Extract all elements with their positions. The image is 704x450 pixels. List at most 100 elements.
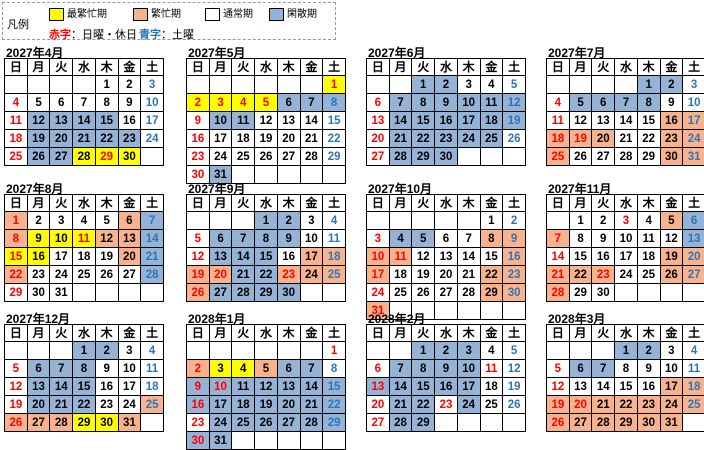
- day-cell: 28: [546, 283, 570, 302]
- day-cell: 4: [322, 211, 346, 230]
- day-cell: 8: [411, 93, 436, 112]
- day-cell: 9: [636, 359, 661, 378]
- day-cell: 11: [546, 111, 570, 130]
- day-cell: 23: [276, 265, 301, 284]
- day-cell: 17: [614, 247, 638, 266]
- day-cell: 21: [231, 265, 256, 284]
- day-cell: 28: [299, 413, 324, 432]
- day-cell: 25: [4, 147, 28, 166]
- empty-cell: [254, 341, 278, 360]
- day-cell: 24: [208, 147, 233, 166]
- month-title: 2027年11月: [548, 182, 612, 196]
- day-cell: 9: [659, 93, 684, 112]
- weekday-header: 木: [276, 58, 301, 76]
- day-cell: 10: [456, 93, 481, 112]
- day-cell: 26: [659, 265, 684, 284]
- day-cell: 19: [546, 395, 570, 414]
- day-cell: 31: [366, 301, 390, 320]
- day-cell: 20: [276, 395, 301, 414]
- day-cell: 2: [186, 359, 210, 378]
- day-cell: 17: [49, 247, 74, 266]
- empty-cell: [568, 75, 593, 94]
- empty-cell: [299, 431, 324, 450]
- day-cell: 30: [659, 147, 684, 166]
- day-cell: 5: [254, 93, 278, 112]
- day-cell: 31: [208, 431, 233, 450]
- empty-cell: [434, 211, 458, 230]
- day-cell: 4: [72, 211, 96, 230]
- day-cell: 22: [4, 265, 28, 284]
- day-cell: 29: [4, 283, 28, 302]
- day-cell: 15: [636, 111, 661, 130]
- day-cell: 8: [479, 229, 504, 248]
- empty-cell: [682, 413, 704, 432]
- weekday-header: 月: [388, 324, 413, 342]
- day-cell: 26: [4, 413, 28, 432]
- weekday-header: 金: [479, 194, 504, 212]
- day-cell: 23: [434, 395, 458, 414]
- day-cell: 28: [456, 283, 481, 302]
- weekday-header: 火: [411, 324, 436, 342]
- empty-cell: [546, 75, 570, 94]
- day-cell: 29: [636, 147, 661, 166]
- day-cell: 4: [231, 93, 256, 112]
- day-cell: 23: [591, 265, 616, 284]
- empty-cell: [456, 211, 481, 230]
- empty-cell: [26, 341, 51, 360]
- day-cell: 16: [26, 247, 51, 266]
- month-title: 2027年12月: [6, 312, 71, 326]
- day-cell: 18: [682, 377, 704, 396]
- day-cell: 21: [299, 129, 324, 148]
- day-cell: 17: [299, 247, 324, 266]
- legend-title: 凡例: [7, 19, 29, 31]
- legend: 凡例 最繁忙期 繁忙期 通常期 閑散期 赤字：日曜・休日 青字：土曜: [2, 2, 336, 41]
- day-cell: 1: [4, 211, 28, 230]
- legend-swatch-normal: [205, 8, 220, 21]
- month-title: 2027年5月: [188, 46, 246, 60]
- day-cell: 25: [231, 413, 256, 432]
- day-cell: 2: [591, 211, 616, 230]
- weekday-header: 木: [94, 194, 119, 212]
- day-cell: 30: [186, 165, 210, 184]
- day-cell: 15: [614, 377, 638, 396]
- day-cell: 15: [94, 111, 119, 130]
- weekday-header: 火: [231, 194, 256, 212]
- day-cell: 12: [4, 377, 28, 396]
- day-cell: 13: [49, 111, 74, 130]
- day-cell: 20: [366, 395, 390, 414]
- empty-cell: [502, 147, 526, 166]
- weekday-header: 水: [72, 324, 96, 342]
- day-cell: 7: [299, 93, 324, 112]
- weekday-header: 土: [682, 194, 704, 212]
- day-cell: 11: [636, 229, 661, 248]
- day-cell: 25: [636, 265, 661, 284]
- day-cell: 16: [591, 247, 616, 266]
- day-cell: 25: [72, 265, 96, 284]
- empty-cell: [299, 341, 324, 360]
- day-cell: 2: [502, 211, 526, 230]
- day-cell: 8: [411, 359, 436, 378]
- day-cell: 13: [276, 377, 301, 396]
- day-cell: 29: [94, 147, 119, 166]
- weekday-header: 日: [186, 324, 210, 342]
- empty-cell: [276, 431, 301, 450]
- day-cell: 1: [614, 341, 638, 360]
- month-title: 2028年1月: [188, 312, 246, 326]
- day-cell: 13: [26, 377, 51, 396]
- day-cell: 26: [94, 265, 119, 284]
- empty-cell: [254, 165, 278, 184]
- day-cell: 7: [591, 359, 616, 378]
- day-cell: 23: [659, 129, 684, 148]
- empty-cell: [479, 413, 504, 432]
- day-cell: 20: [434, 265, 458, 284]
- day-cell: 22: [479, 265, 504, 284]
- day-cell: 18: [322, 247, 346, 266]
- day-cell: 18: [231, 395, 256, 414]
- weekday-header: 火: [591, 194, 616, 212]
- day-cell: 30: [434, 147, 458, 166]
- day-cell: 3: [208, 93, 233, 112]
- weekday-header: 月: [26, 58, 51, 76]
- day-cell: 14: [614, 111, 638, 130]
